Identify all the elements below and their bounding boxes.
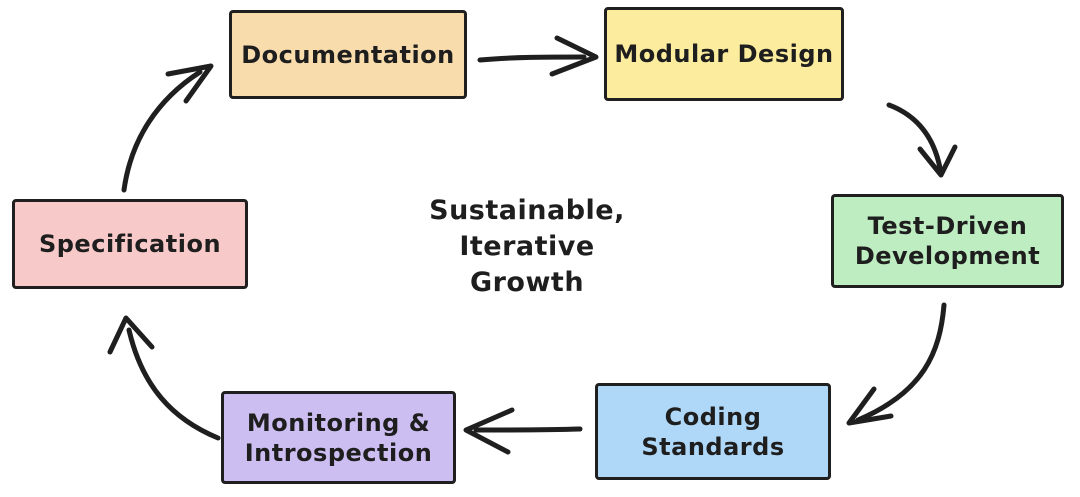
node-monitoring-introspection-label: Monitoring & Introspection [244, 408, 433, 467]
node-documentation-label: Documentation [241, 40, 455, 69]
arrow-modular-design-to-test-driven-development [886, 102, 958, 178]
node-test-driven-development[interactable]: Test-Driven Development [831, 194, 1064, 288]
arrow-test-driven-development-to-coding-standards [846, 302, 947, 426]
node-specification-label: Specification [38, 230, 222, 258]
center-label-line-3: Growth [469, 267, 585, 298]
node-specification[interactable]: Specification [12, 199, 248, 289]
node-modular-design-label: Modular Design [614, 40, 834, 68]
node-monitoring-introspection[interactable]: Monitoring & Introspection [221, 391, 456, 484]
center-label-line-1: Sustainable, [429, 195, 625, 226]
node-coding-standards-label: Coding Standards [641, 402, 785, 461]
node-modular-design[interactable]: Modular Design [604, 7, 844, 101]
center-label: Sustainable, Iterative Growth [417, 193, 637, 301]
node-test-driven-development-label: Test-Driven Development [854, 212, 1041, 270]
arrow-monitoring-introspection-to-specification [107, 315, 221, 441]
arrow-specification-to-documentation [121, 63, 214, 193]
node-documentation[interactable]: Documentation [229, 10, 467, 99]
arrow-coding-standards-to-monitoring-introspection [463, 407, 583, 455]
center-label-line-2: Iterative [459, 231, 595, 262]
arrow-documentation-to-modular-design [477, 35, 599, 77]
node-coding-standards[interactable]: Coding Standards [595, 383, 831, 480]
